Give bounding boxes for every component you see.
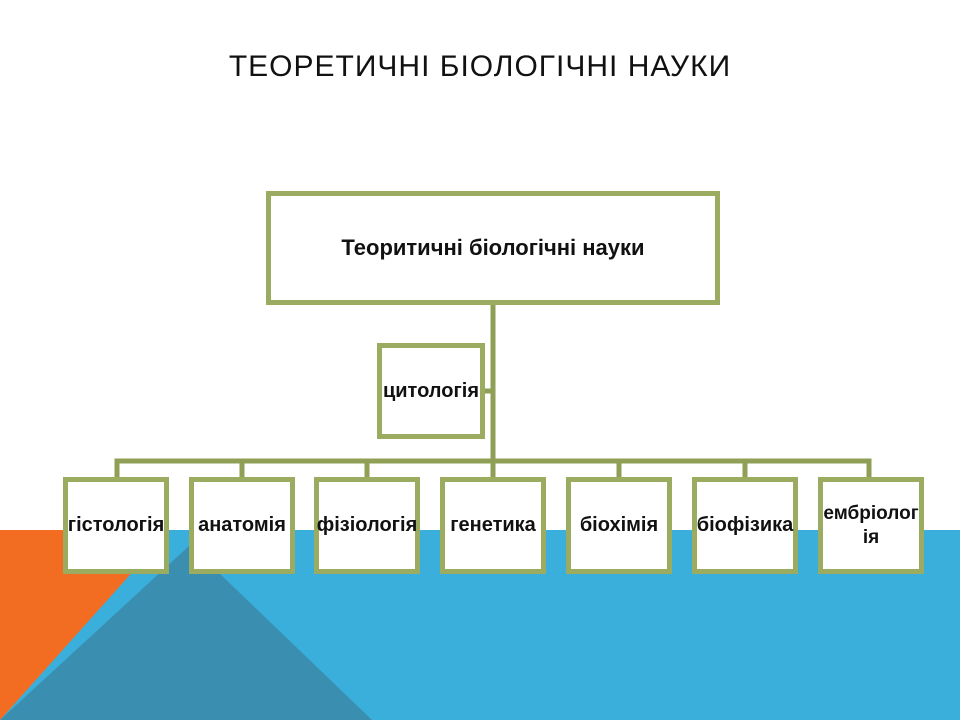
child-node-label: генетика: [450, 514, 536, 536]
child-node-label: анатомія: [198, 514, 286, 536]
child-node-embryology: ембріолог ія: [818, 477, 924, 574]
child-node-label: біофізика: [696, 514, 794, 536]
child-node-histology: гістологія: [63, 477, 169, 574]
child-node-label: ембріолог ія: [823, 502, 919, 548]
slide-title: ТЕОРЕТИЧНІ БІОЛОГІЧНІ НАУКИ: [228, 50, 732, 83]
steel-triangle-shape: [0, 545, 372, 720]
child-node-label: гістологія: [67, 514, 165, 536]
child-node-biochemistry: біохімія: [566, 477, 672, 574]
root-node: Теоритичні біологічні науки: [266, 191, 720, 305]
child-node-physiology: фізіологія: [314, 477, 420, 574]
child-node-biophysics: біофізика: [692, 477, 798, 574]
child-node-label: біохімія: [579, 514, 659, 536]
child-node-anatomy: анатомія: [189, 477, 295, 574]
root-node-label: Теоритичні біологічні науки: [341, 235, 645, 261]
side-node-label: цитологія: [382, 379, 480, 402]
child-node-genetics: генетика: [440, 477, 546, 574]
side-node-cytology: цитологія: [377, 343, 485, 439]
child-node-label: фізіологія: [316, 514, 418, 536]
